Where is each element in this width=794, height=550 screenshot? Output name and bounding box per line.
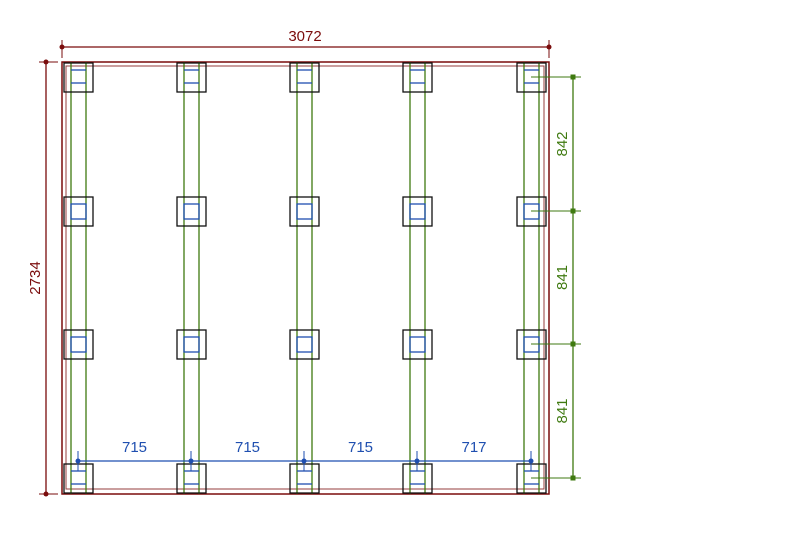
post-pad — [70, 336, 87, 353]
post — [402, 62, 433, 93]
post-pad — [296, 203, 313, 220]
column-spacing-dimension: 715 715 715 717 — [75, 439, 534, 471]
row-spacing-label: 841 — [554, 265, 571, 290]
dimension-mark — [301, 458, 307, 464]
dimension-mark — [570, 475, 576, 481]
post-pad — [183, 203, 200, 220]
dimension-mark — [43, 59, 49, 65]
deck-outline — [61, 61, 550, 495]
post-pad — [409, 336, 426, 353]
beams — [70, 62, 540, 494]
post — [63, 329, 94, 360]
dimension-mark — [570, 341, 576, 347]
column-spacing-label: 717 — [461, 439, 486, 456]
post — [63, 196, 94, 227]
dimension-mark — [546, 44, 552, 50]
post — [176, 329, 207, 360]
row-spacing-dimension: 842 841 841 — [531, 74, 581, 481]
post — [402, 196, 433, 227]
dimension-mark — [570, 208, 576, 214]
post-pad — [409, 203, 426, 220]
dimension-mark — [59, 44, 65, 50]
overall-width-dimension: 3072 — [59, 28, 552, 58]
post-pad — [296, 336, 313, 353]
post — [289, 196, 320, 227]
post-pad — [70, 203, 87, 220]
row-spacing-label: 842 — [554, 131, 571, 156]
dimension-mark — [43, 491, 49, 497]
post — [176, 62, 207, 93]
post — [176, 196, 207, 227]
post — [289, 62, 320, 93]
posts — [63, 62, 547, 494]
outer-frame — [61, 61, 550, 495]
column-spacing-label: 715 — [235, 439, 260, 456]
dimension-mark — [414, 458, 420, 464]
dimension-mark — [528, 458, 534, 464]
overall-depth-label: 2734 — [27, 261, 44, 294]
dimension-mark — [570, 74, 576, 80]
column-spacing-label: 715 — [122, 439, 147, 456]
post-pad — [183, 336, 200, 353]
post — [63, 62, 94, 93]
post — [289, 329, 320, 360]
dimension-mark — [188, 458, 194, 464]
overall-depth-dimension: 2734 — [27, 59, 58, 497]
column-spacing-label: 715 — [348, 439, 373, 456]
overall-width-label: 3072 — [288, 28, 321, 45]
post — [402, 329, 433, 360]
inner-frame — [65, 65, 545, 490]
dimension-mark — [75, 458, 81, 464]
row-spacing-label: 841 — [554, 398, 571, 423]
